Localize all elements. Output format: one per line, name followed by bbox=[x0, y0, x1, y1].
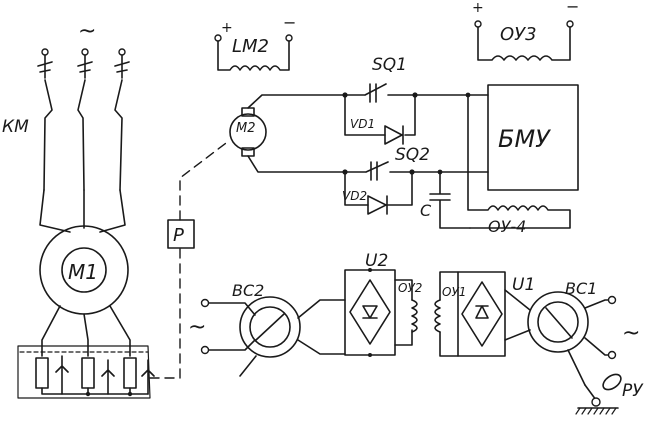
control-handle-py: РУ bbox=[576, 371, 644, 414]
ac-left-symbol: ~ bbox=[188, 315, 206, 340]
oy3-label: ОУ3 bbox=[500, 24, 537, 45]
m2-label: M2 bbox=[236, 121, 256, 136]
selsyn-bc1: ВС1 bbox=[528, 279, 610, 385]
bmu-label: БМУ bbox=[498, 125, 551, 153]
motor-m2: M2 bbox=[230, 95, 345, 172]
selsyn-bc2: ВС2 bbox=[232, 281, 345, 376]
sq2-label: SQ2 bbox=[395, 145, 430, 165]
lm2-plus: + bbox=[221, 20, 233, 36]
rectifier-u1: U1 bbox=[458, 272, 535, 356]
contactor-km: КМ bbox=[2, 80, 122, 190]
bc2-label: ВС2 bbox=[232, 281, 264, 300]
relay-p: Р bbox=[168, 220, 194, 248]
motor-m1: M1 bbox=[40, 226, 128, 314]
limit-switch-sq1: SQ1 VD1 bbox=[342, 55, 417, 144]
ac-symbol-top: ~ bbox=[78, 19, 96, 44]
c-label: С bbox=[420, 201, 432, 220]
three-phase-supply: ~ bbox=[38, 19, 129, 78]
oy3-minus: − bbox=[566, 0, 579, 16]
capacitor-c: С bbox=[420, 172, 470, 228]
winding-oy3: + − ОУ3 bbox=[472, 0, 579, 60]
rectifier-u2: U2 bbox=[345, 251, 412, 357]
bmu-block: БМУ bbox=[488, 85, 578, 190]
ac-input-right: ~ bbox=[609, 297, 641, 359]
rotor-resistor-bank bbox=[18, 346, 154, 398]
oy2-label: ОУ2 bbox=[398, 281, 422, 295]
vd2-label: VD2 bbox=[342, 189, 367, 203]
u1-label: U1 bbox=[512, 275, 535, 295]
p-label: Р bbox=[173, 225, 184, 246]
winding-oy4-top: ОУ-4 bbox=[468, 95, 570, 236]
lm2-label: LM2 bbox=[232, 36, 269, 57]
winding-oy2: ОУ2 bbox=[398, 281, 422, 332]
lm2-minus: − bbox=[283, 13, 296, 32]
bc1-label: ВС1 bbox=[565, 279, 597, 298]
ac-right-symbol: ~ bbox=[622, 321, 640, 346]
vd1-label: VD1 bbox=[350, 117, 375, 131]
ac-input-left: ~ bbox=[188, 300, 255, 354]
oy3-plus: + bbox=[472, 0, 484, 16]
oy1-label: ОУ1 bbox=[442, 285, 466, 299]
oy4-top-label: ОУ-4 bbox=[488, 217, 526, 236]
field-winding-lm2: + − LM2 bbox=[215, 13, 296, 70]
km-label: КМ bbox=[2, 117, 29, 137]
u2-label: U2 bbox=[365, 251, 388, 271]
py-label: РУ bbox=[622, 381, 644, 401]
limit-switch-sq2: SQ2 VD2 bbox=[342, 145, 430, 214]
sq1-label: SQ1 bbox=[372, 55, 407, 75]
m1-label: M1 bbox=[68, 260, 98, 284]
